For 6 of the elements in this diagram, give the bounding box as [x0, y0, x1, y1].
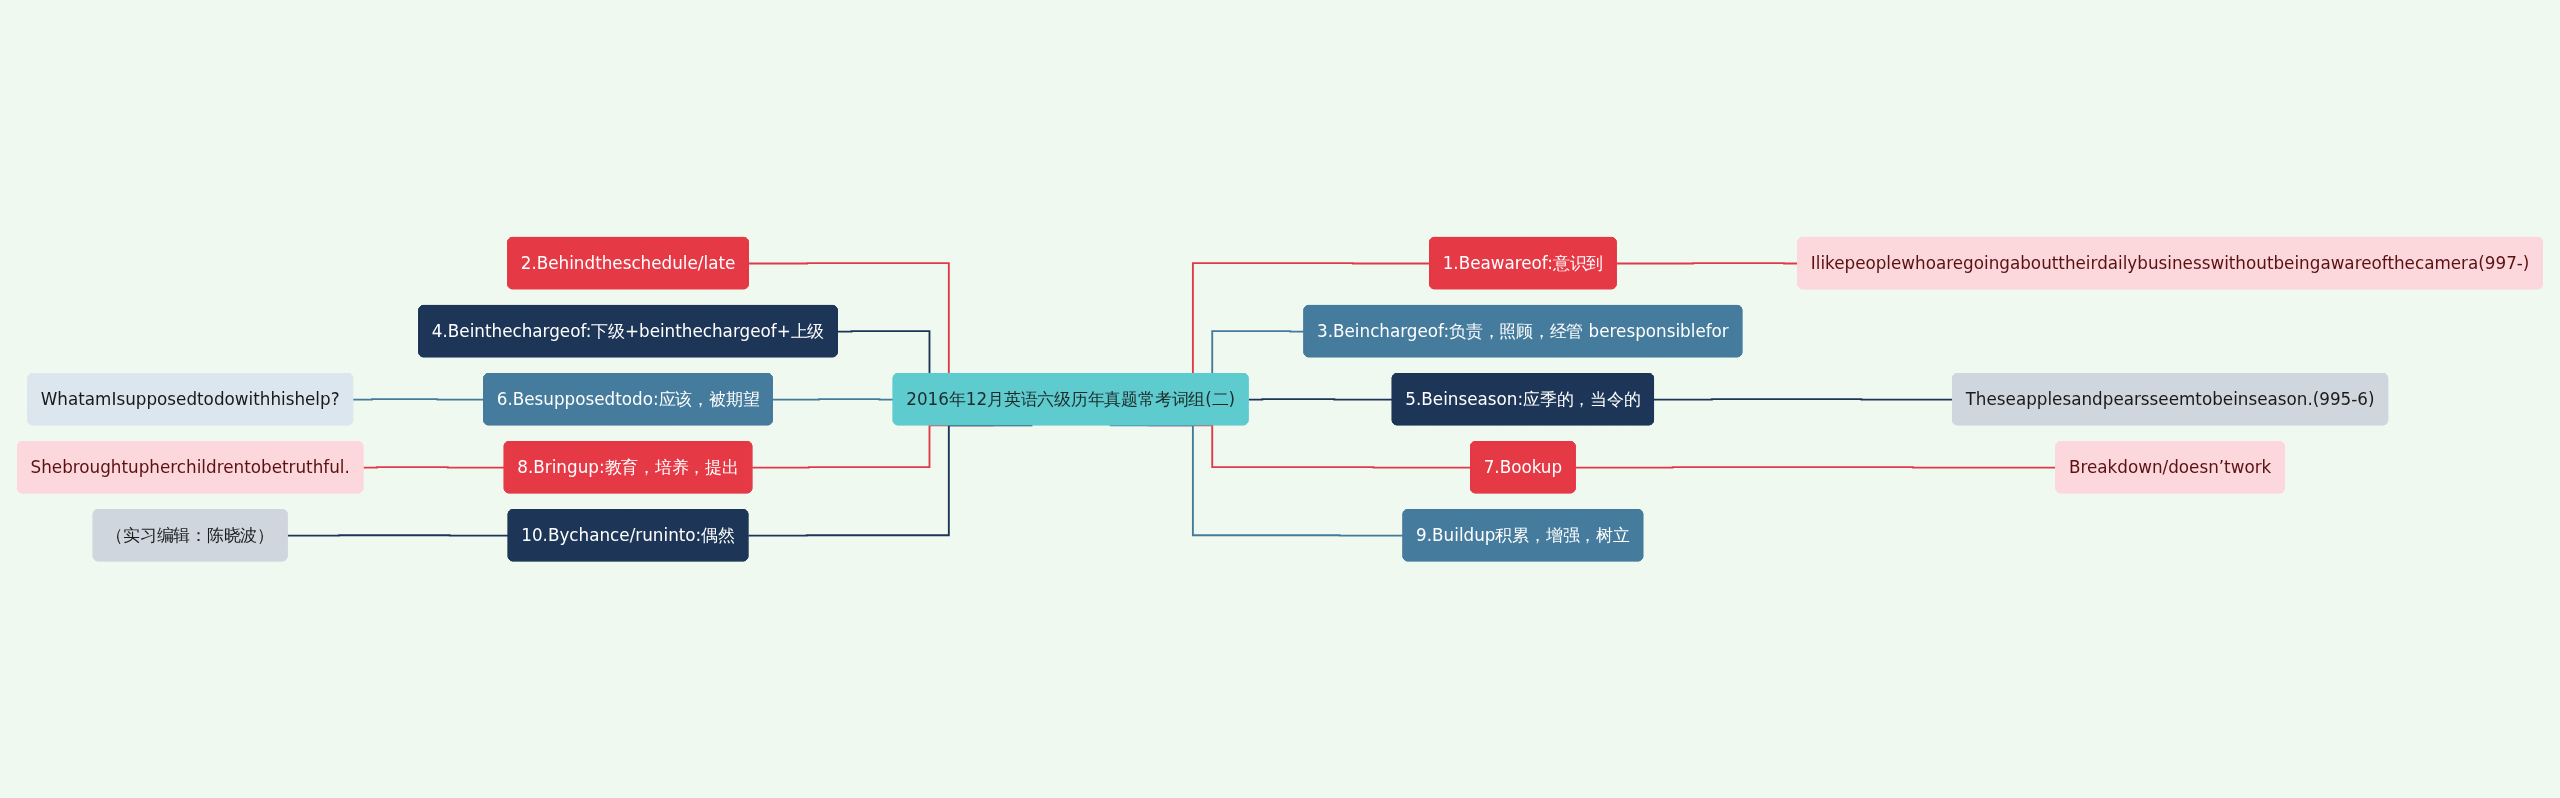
connector — [286, 534, 510, 537]
connector — [771, 398, 895, 401]
connector — [1247, 398, 1394, 401]
connector — [1108, 424, 1405, 537]
connector — [1653, 398, 1954, 401]
connector — [362, 466, 506, 469]
